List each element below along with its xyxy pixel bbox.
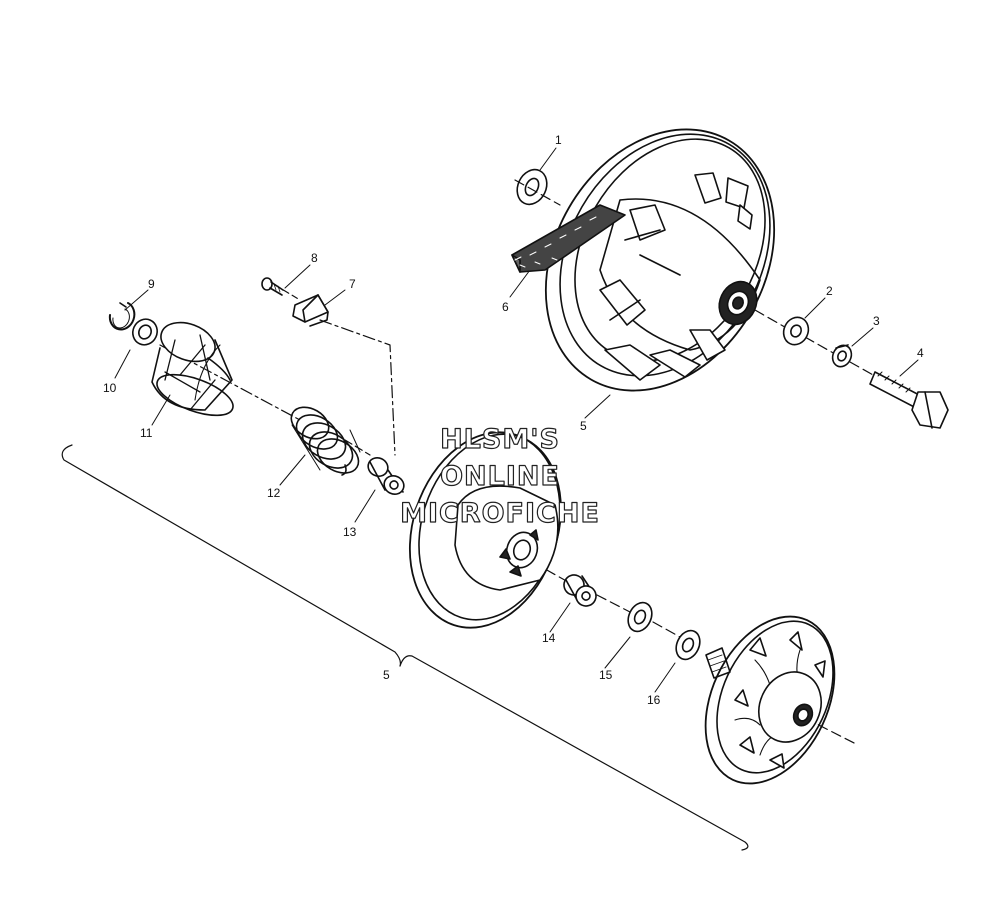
callout-labels: 1 2 3 4 5 6 7 8 9 10 11 12 13 5 14 15 16 [103,133,924,707]
watermark: HLSM'S ONLINE MICROFICHE [399,423,600,529]
part-5-fixed-sheave [500,88,820,432]
part-16-washer [672,627,705,663]
part-7-roller-button [293,295,328,326]
part-10-washer [129,315,162,349]
callout-11: 11 [140,426,153,440]
watermark-line-1: HLSM'S [440,424,560,455]
watermark-line-3: MICROFICHE [400,498,600,529]
part-8-screw [262,278,283,295]
callout-5-upper: 5 [580,419,587,433]
callout-6: 6 [502,300,509,314]
part-6-drive-belt [512,205,625,272]
watermark-line-2: ONLINE [440,461,560,492]
callout-5-bracket: 5 [383,668,390,682]
part-9-snap-ring [110,303,135,329]
part-11-cam [152,316,238,424]
part-2-washer [779,313,813,349]
callout-2: 2 [826,284,833,298]
part-1-washer [512,165,553,209]
callout-7: 7 [349,277,356,291]
part-12-spring [286,401,365,480]
part-13-bushing [365,455,407,498]
callout-1: 1 [555,133,562,147]
callout-15: 15 [599,668,613,682]
callout-4: 4 [917,346,924,360]
callout-12: 12 [267,486,281,500]
callout-3: 3 [873,314,880,328]
part-15-washer [624,599,657,635]
part-4-bolt [870,372,948,428]
assembly-bracket [61,444,749,851]
part-3-lock-washer [829,342,855,370]
part-5-movable-sheave [386,413,585,648]
callout-13: 13 [343,525,357,539]
callout-14: 14 [542,631,556,645]
part-14-spacer [561,572,600,610]
callout-8: 8 [311,251,318,265]
callout-16: 16 [647,693,661,707]
leader-lines [114,147,919,693]
callout-9: 9 [148,277,155,291]
callout-10: 10 [103,381,117,395]
part-5-lower-fixed-sheave [680,596,860,805]
